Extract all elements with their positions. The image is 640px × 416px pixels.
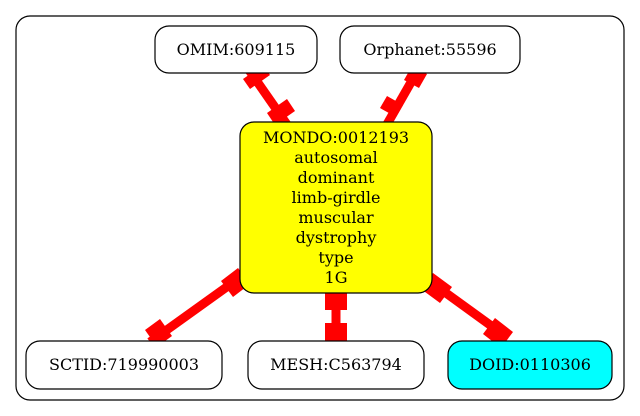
node-sctid[interactable]: SCTID:719990003	[25, 340, 223, 390]
node-center-box	[239, 121, 433, 294]
node-center-label-line: muscular	[298, 208, 374, 227]
edge-tee-marker	[267, 99, 295, 125]
node-mesh[interactable]: MESH:C563794	[247, 340, 425, 390]
edge-tee-marker	[145, 319, 172, 347]
node-sctid-label: SCTID:719990003	[49, 355, 199, 374]
node-center-label-line: dominant	[298, 168, 375, 187]
edge-tee-marker	[325, 323, 347, 345]
node-center-label-line: limb-girdle	[292, 188, 381, 207]
node-omim-label: OMIM:609115	[177, 40, 296, 59]
edge-tee-marker	[380, 96, 403, 117]
node-doid-label: DOID:0110306	[469, 355, 591, 374]
node-center-label-line: type	[318, 248, 353, 267]
node-orphanet-box	[339, 25, 521, 74]
node-mesh-label: MESH:C563794	[270, 355, 402, 374]
node-doid-box	[447, 340, 613, 390]
node-center-label-line: dystrophy	[296, 228, 377, 247]
node-orphanet[interactable]: Orphanet:55596	[339, 25, 521, 74]
node-sctid-box	[25, 340, 223, 390]
node-doid[interactable]: DOID:0110306	[447, 340, 613, 390]
node-center-label-line: 1G	[325, 268, 348, 287]
node-center-label-line: autosomal	[294, 148, 378, 167]
node-center-label-line: MONDO:0012193	[263, 128, 409, 147]
node-omim[interactable]: OMIM:609115	[154, 25, 318, 74]
node-mesh-box	[247, 340, 425, 390]
node-orphanet-label: Orphanet:55596	[363, 40, 496, 59]
node-omim-box	[154, 25, 318, 74]
